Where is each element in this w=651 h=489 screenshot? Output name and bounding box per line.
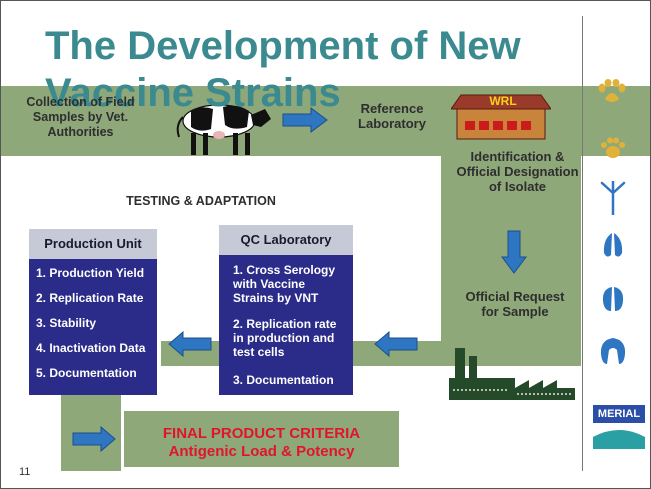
arrow-to-qc — [374, 331, 418, 357]
production-item: 4. Inactivation Data — [36, 341, 146, 355]
arrow-down-to-request — [501, 230, 527, 274]
page-number: 11 — [19, 466, 31, 478]
production-item: 2. Replication Rate — [36, 291, 144, 305]
production-unit-title: Production Unit — [29, 229, 157, 259]
arrow-to-final — [72, 426, 116, 452]
official-request-label: Official Request for Sample — [465, 289, 565, 319]
merial-logo-text: MERIAL — [593, 405, 645, 423]
arrow-to-production — [168, 331, 212, 357]
factory-icon — [449, 348, 575, 400]
reference-lab-label: Reference Laboratory — [358, 101, 426, 131]
wrl-building-icon — [451, 94, 551, 140]
qc-item: 3. Documentation — [233, 373, 334, 387]
arrow-to-reference — [282, 107, 328, 133]
final-criteria-line2: Antigenic Load & Potency — [168, 443, 355, 460]
qc-lab-title: QC Laboratory — [219, 225, 353, 255]
sidebar-divider — [582, 16, 583, 471]
final-criteria-line1: FINAL PRODUCT CRITERIA — [162, 425, 361, 442]
cloven-hoof-icon — [603, 233, 623, 257]
production-item: 3. Stability — [36, 316, 97, 330]
bird-foot-icon — [600, 181, 626, 215]
wrl-label: WRL — [489, 94, 517, 108]
merial-logo: MERIAL — [593, 405, 645, 449]
qc-item: 2. Replication rate in production and te… — [233, 317, 337, 359]
horse-hoof-icon — [600, 338, 626, 364]
cat-paw-icon — [601, 137, 625, 158]
final-criteria-box: FINAL PRODUCT CRITERIA Antigenic Load & … — [124, 411, 399, 467]
pig-hoof-icon — [602, 287, 624, 311]
production-item: 1. Production Yield — [36, 266, 145, 280]
cow-icon — [176, 104, 271, 155]
qc-item: 1. Cross Serology with Vaccine Strains b… — [233, 263, 336, 305]
identification-label: Identification & Official Designation of… — [456, 149, 579, 194]
slide-title: The Development of New Vaccine Strains — [45, 24, 521, 115]
dog-paw-icon — [598, 79, 626, 102]
testing-heading: TESTING & ADAPTATION — [126, 194, 276, 208]
qc-lab-box: QC Laboratory 1. Cross Serology with Vac… — [219, 225, 353, 395]
collection-label: Collection of Field Samples by Vet. Auth… — [26, 95, 135, 139]
production-unit-box: Production Unit 1. Production Yield 2. R… — [29, 229, 157, 395]
merial-logo-wave — [593, 430, 645, 449]
production-item: 5. Documentation — [36, 366, 137, 380]
